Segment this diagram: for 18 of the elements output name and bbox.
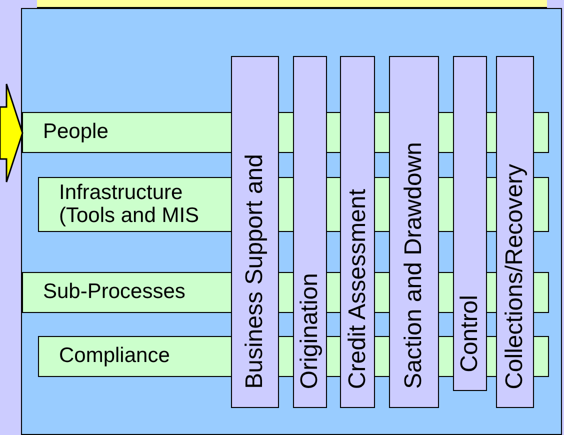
row-label: Compliance xyxy=(59,345,170,368)
column-bar xyxy=(453,56,487,391)
panel-background xyxy=(21,8,562,435)
column-label: Saction and Drawdown xyxy=(402,142,426,389)
row-label: Infrastructure (Tools and MIS xyxy=(59,182,200,227)
column-bar xyxy=(389,56,439,408)
column-bar xyxy=(496,56,534,408)
column-label: Control xyxy=(458,294,482,372)
row-label: People xyxy=(43,121,108,144)
block-arrow xyxy=(0,83,24,183)
column-label: Origination xyxy=(298,272,322,389)
column-bar xyxy=(340,56,375,408)
row-label: Sub-Processes xyxy=(43,281,186,304)
column-label: Credit Assessment xyxy=(346,188,370,389)
column-bar xyxy=(231,56,279,408)
column-label: Business Support and xyxy=(243,154,267,389)
column-bar xyxy=(293,56,327,408)
column-label: Collections/Recovery xyxy=(503,164,527,389)
